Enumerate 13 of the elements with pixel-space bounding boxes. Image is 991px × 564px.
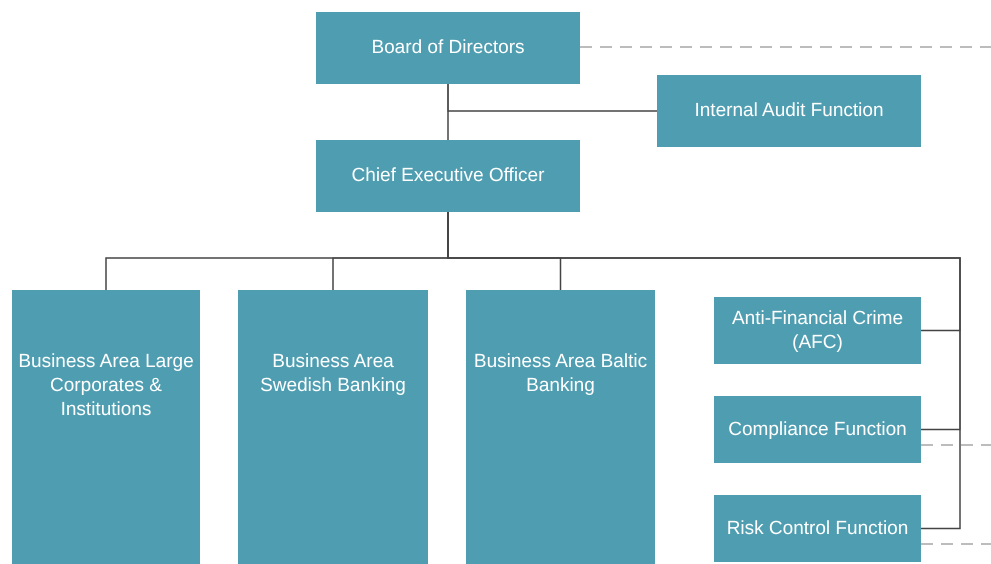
org-box: Business Area Large Corporates & Institutions	[12, 290, 200, 564]
dashed-connector	[921, 444, 991, 446]
org-box: Compliance Function	[714, 396, 921, 463]
org-box: Internal Audit Function	[657, 75, 921, 147]
org-box: Risk Control Function	[714, 495, 921, 562]
org-box: Business Area Baltic Banking	[466, 290, 655, 564]
org-box: Board of Directors	[316, 12, 580, 84]
dashed-connector	[580, 46, 991, 48]
dashed-connector	[921, 543, 991, 545]
org-box: Business Area Swedish Banking	[238, 290, 428, 564]
org-box: Anti-Financial Crime (AFC)	[714, 297, 921, 364]
connector-line	[447, 84, 657, 112]
org-box: Chief Executive Officer	[316, 140, 580, 212]
